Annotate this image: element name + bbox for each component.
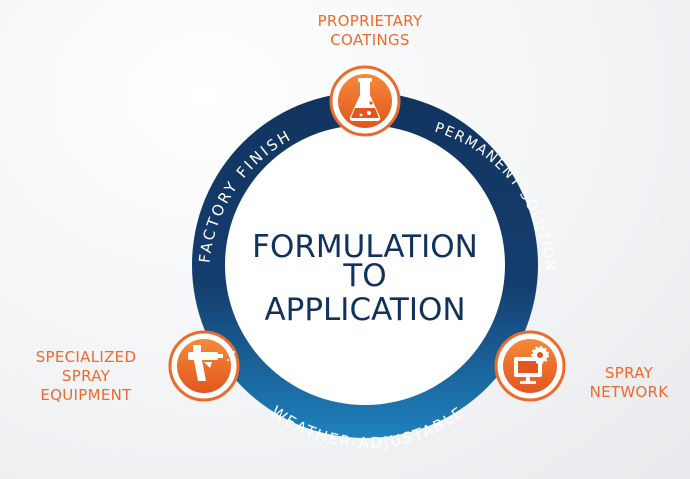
flask-icon <box>349 78 381 121</box>
inner-disc <box>225 125 505 405</box>
center-title-line-2: TO <box>342 258 386 294</box>
node-label-left-line-2: SPRAY <box>61 367 111 385</box>
monitor-gear-icon <box>514 346 549 384</box>
node-label-left-line-1: SPECIALIZED <box>35 348 137 366</box>
node-label-proprietary-coatings: PROPRIETARY COATINGS <box>270 12 470 50</box>
node-right <box>494 330 566 402</box>
node-label-spray-network: SPRAY NETWORK <box>568 364 690 402</box>
node-label-left-line-3: EQUIPMENT <box>40 386 132 404</box>
center-title: FORMULATION TO APPLICATION <box>252 229 478 328</box>
node-label-top-line-2: COATINGS <box>330 31 410 49</box>
node-label-right-line-2: NETWORK <box>589 383 669 401</box>
node-label-right-line-1: SPRAY <box>604 364 654 382</box>
spray-gun-icon <box>188 345 236 381</box>
center-title-line-3: APPLICATION <box>264 292 465 328</box>
node-top <box>329 65 401 137</box>
center-title-line-1: FORMULATION <box>252 229 478 265</box>
node-left <box>168 330 240 402</box>
node-label-specialized-spray-equipment: SPECIALIZED SPRAY EQUIPMENT <box>0 348 172 405</box>
node-label-top-line-1: PROPRIETARY <box>317 12 423 30</box>
